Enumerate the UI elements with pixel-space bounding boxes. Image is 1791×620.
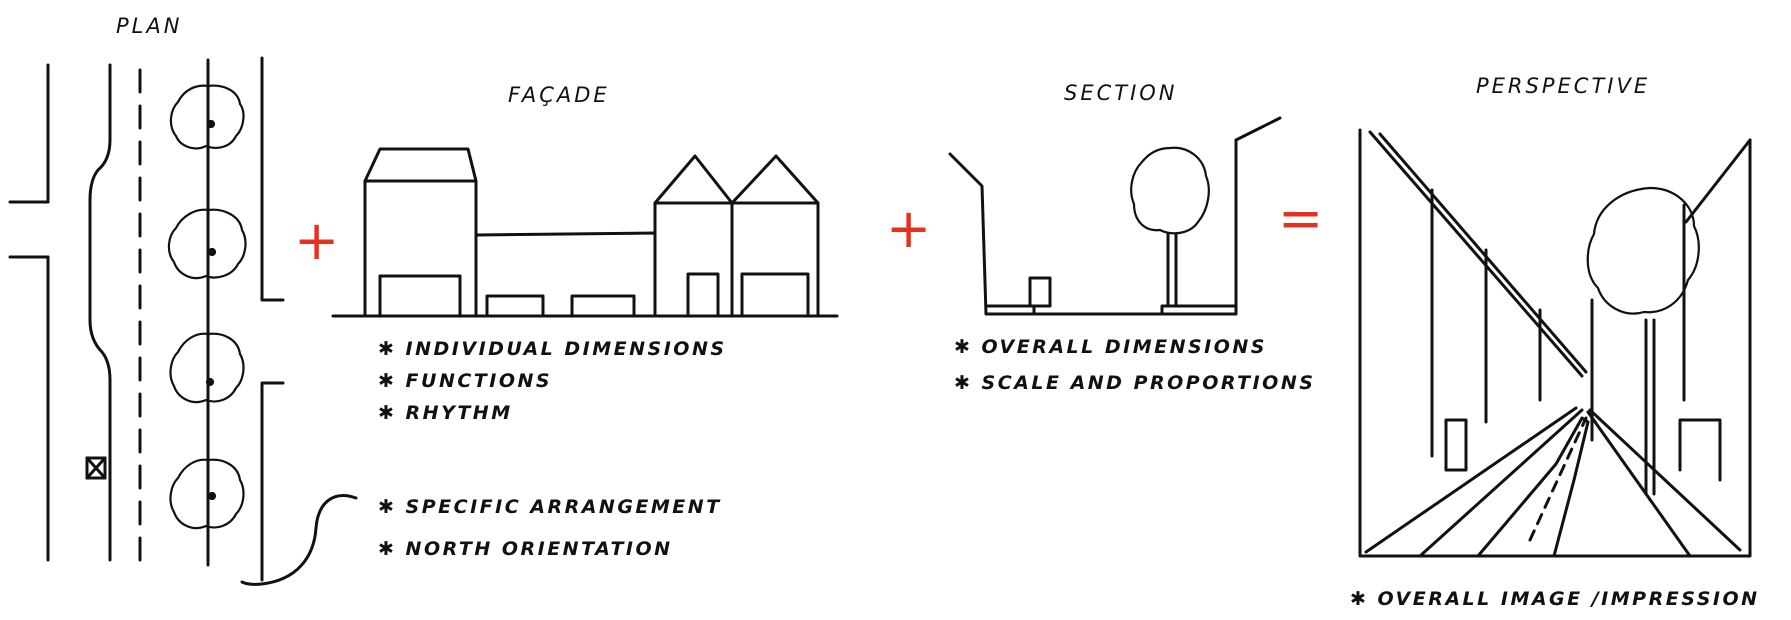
section-note-item: ✱ OVERALL DIMENSIONS: [954, 336, 1267, 358]
facade-door: [686, 272, 720, 318]
plan-title: PLAN: [116, 14, 183, 38]
building-icon: [653, 154, 734, 318]
tree-icon: [169, 332, 245, 404]
tree-icon: [169, 84, 245, 150]
bullet-icon: ✱: [954, 372, 973, 394]
section-title: SECTION: [1064, 81, 1178, 105]
section-note-item: ✱ SCALE AND PROPORTIONS: [954, 372, 1316, 394]
equals-operator: =: [1278, 187, 1324, 250]
kiosk-icon: [85, 456, 107, 480]
perspective-vanishing-line: [1378, 132, 1588, 374]
plan-note-item: ✱ NORTH ORIENTATION: [378, 538, 673, 560]
section-drawing: [948, 116, 1282, 316]
plus-operator: +: [294, 209, 340, 272]
plan-right-building-line: [260, 56, 285, 582]
perspective-door: [1678, 418, 1722, 482]
tree-icon: [1586, 186, 1700, 315]
bullet-icon: ✱: [378, 338, 397, 360]
bullet-icon: ✱: [954, 336, 973, 358]
facade-drawing: [331, 147, 839, 318]
perspective-road-edge: [1364, 406, 1578, 554]
building-icon: [363, 147, 478, 318]
facade-note-item: ✱ RHYTHM: [378, 402, 513, 424]
tree-icon: [167, 208, 247, 280]
plan-drawing: [8, 56, 358, 586]
perspective-vanishing-line: [1368, 130, 1584, 378]
perspective-drawing: [1358, 128, 1752, 558]
facade-garage-door: [378, 274, 462, 318]
facade-window: [570, 294, 636, 318]
bullet-icon: ✱: [378, 538, 397, 560]
perspective-door: [1444, 418, 1468, 472]
plan-note-connector: [240, 494, 358, 586]
section-profile: [948, 116, 1282, 316]
perspective-road-edge: [1588, 408, 1742, 552]
bullet-icon: ✱: [1350, 588, 1369, 610]
section-person: [1028, 276, 1052, 308]
plan-curb-line: [88, 63, 112, 562]
facade-note-item: ✱ FUNCTIONS: [378, 370, 553, 392]
plan-note-item: ✱ SPECIFIC ARRANGEMENT: [378, 496, 722, 518]
perspective-vanishing-line: [1684, 138, 1752, 224]
tree-icon: [169, 458, 245, 530]
tree-icon: [1130, 146, 1210, 235]
perspective-title: PERSPECTIVE: [1476, 74, 1651, 98]
perspective-road-edge: [1418, 408, 1584, 558]
perspective-note-item: ✱ OVERALL IMAGE /IMPRESSION: [1350, 588, 1760, 610]
perspective-centerline: [1528, 416, 1588, 542]
facade-note-item: ✱ INDIVIDUAL DIMENSIONS: [378, 338, 727, 360]
facade-title: FAÇADE: [508, 83, 610, 107]
building-icon: [474, 231, 657, 318]
plus-operator: +: [886, 197, 932, 260]
bullet-icon: ✱: [378, 370, 397, 392]
building-icon: [730, 154, 820, 318]
bullet-icon: ✱: [378, 402, 397, 424]
facade-garage-door: [740, 272, 810, 318]
perspective-road-edge: [1586, 410, 1692, 558]
facade-window: [485, 294, 545, 318]
kiosk-icon-cross: [85, 456, 107, 480]
bullet-icon: ✱: [378, 496, 397, 518]
